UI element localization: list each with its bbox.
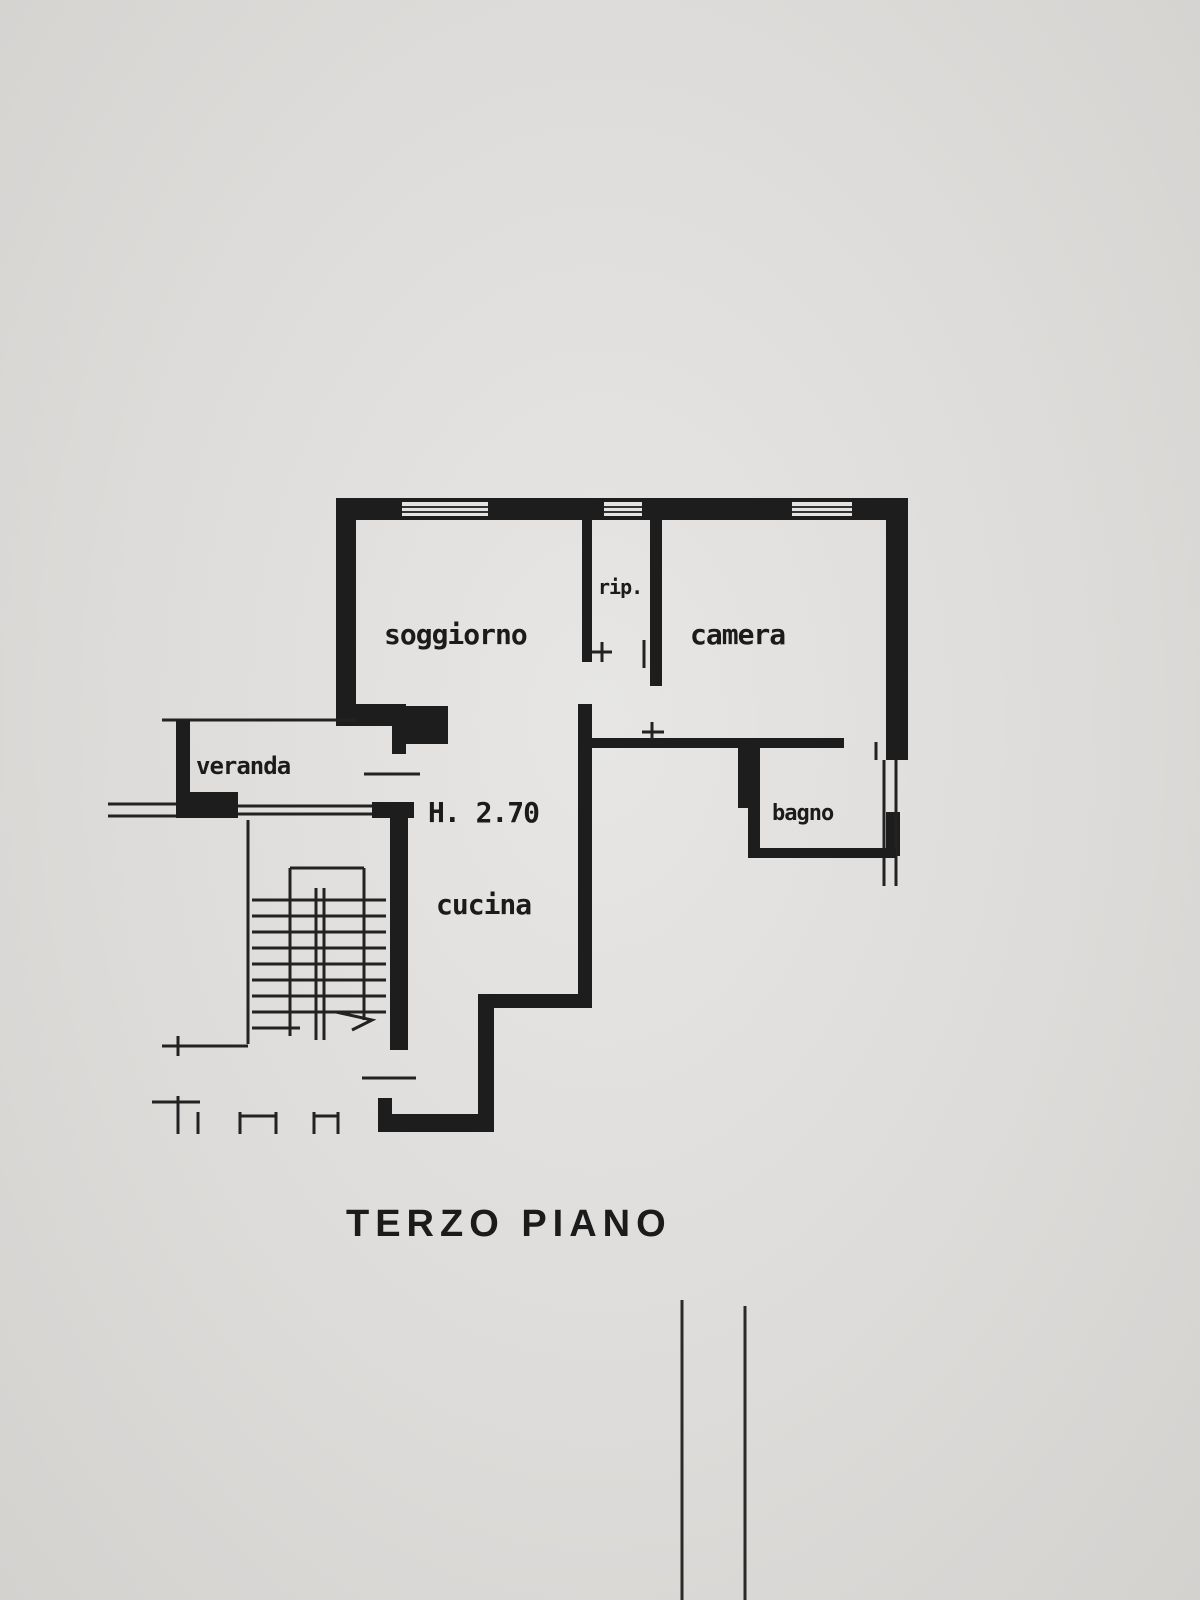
label-veranda: veranda xyxy=(196,752,290,780)
staircase xyxy=(162,820,386,1056)
floor-title: TERZO PIANO xyxy=(346,1203,672,1245)
label-ripostiglio: rip. xyxy=(598,575,642,599)
label-camera: camera xyxy=(690,618,785,651)
label-bagno: bagno xyxy=(772,801,834,826)
label-cucina: cucina xyxy=(436,888,531,921)
label-soggiorno: soggiorno xyxy=(384,618,527,651)
label-ceiling-height: H. 2.70 xyxy=(428,796,539,829)
floor-plan xyxy=(108,498,908,1134)
